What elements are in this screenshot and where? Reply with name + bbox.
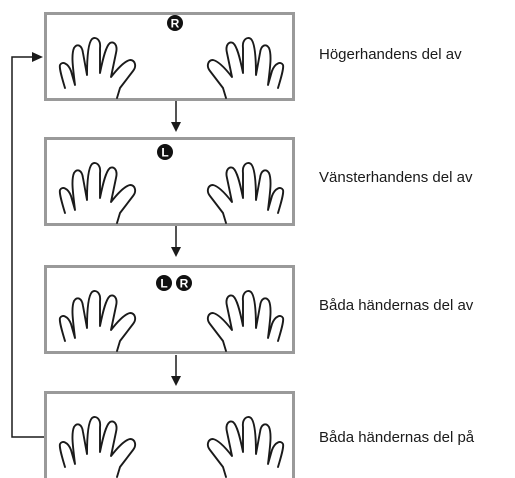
down-arrow-icon [171,101,181,132]
right-hand-badge-icon: R [167,15,183,31]
step-caption-3: Båda händernas del av [319,297,474,314]
step-caption-4: Båda händernas del på [319,429,475,446]
down-arrow-icon [171,226,181,257]
svg-text:R: R [180,277,189,291]
loop-back-arrow-icon [11,52,44,438]
down-arrow-icon [171,355,181,386]
right-hand-badge-icon: R [176,275,192,291]
svg-text:L: L [160,277,167,291]
left-hand-badge-icon: L [157,144,173,160]
step-panel-3: L R [44,265,295,354]
svg-text:R: R [171,17,180,31]
step-caption-1: Högerhandens del av [319,46,462,63]
left-hand-badge-icon: L [156,275,172,291]
step-panel-4 [44,391,295,478]
svg-text:L: L [161,146,168,160]
step-panel-2: L [44,137,295,226]
step-panel-1: R [44,12,295,101]
step-caption-2: Vänsterhandens del av [319,169,473,186]
